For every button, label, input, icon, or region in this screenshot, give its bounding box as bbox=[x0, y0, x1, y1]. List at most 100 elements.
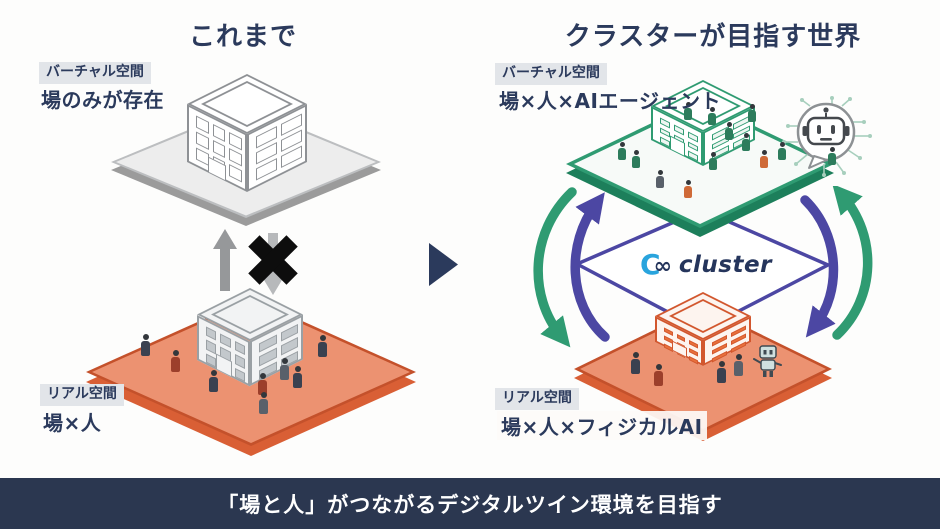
person-figure bbox=[280, 358, 289, 380]
person-body bbox=[717, 368, 726, 383]
person-figure bbox=[742, 133, 750, 151]
up-arrow-icon bbox=[213, 229, 237, 291]
person-body bbox=[760, 156, 768, 168]
window bbox=[206, 352, 217, 368]
person-head bbox=[172, 350, 179, 356]
person-figure bbox=[259, 392, 268, 414]
cycle-arrow-left-purple-icon bbox=[570, 192, 610, 342]
person-figure bbox=[141, 334, 150, 356]
window bbox=[660, 127, 670, 138]
person-head bbox=[685, 180, 691, 185]
left-real-platform bbox=[86, 298, 416, 456]
person-head bbox=[709, 107, 715, 112]
cycle-arrow-left-green-icon bbox=[533, 187, 577, 348]
person-body bbox=[318, 342, 327, 357]
person-body bbox=[171, 357, 180, 372]
window bbox=[689, 356, 698, 365]
cycle-arrow-right-green-icon bbox=[832, 186, 873, 340]
person-body bbox=[748, 110, 756, 122]
cluster-logo-c-mark: C bbox=[640, 248, 661, 281]
person-figure bbox=[318, 335, 327, 357]
window bbox=[674, 124, 684, 136]
person-body bbox=[725, 128, 733, 140]
window bbox=[660, 136, 670, 148]
left-real-building bbox=[197, 288, 303, 413]
person-head bbox=[685, 102, 691, 107]
person-body bbox=[654, 371, 663, 386]
person-figure bbox=[632, 150, 640, 168]
window bbox=[212, 139, 226, 159]
person-figure bbox=[828, 147, 836, 165]
person-head bbox=[829, 147, 835, 152]
window bbox=[234, 340, 245, 355]
person-body bbox=[258, 380, 267, 395]
transition-arrow-icon bbox=[429, 243, 458, 286]
person-body bbox=[684, 186, 692, 198]
cluster-hub-diamond bbox=[575, 208, 830, 332]
window bbox=[664, 343, 673, 352]
cycle-arrow-right-purple-icon bbox=[800, 195, 839, 338]
cluster-logo: C∞cluster bbox=[640, 251, 772, 279]
window bbox=[689, 348, 698, 357]
person-head bbox=[294, 366, 301, 372]
person-figure bbox=[748, 104, 756, 122]
person-figure bbox=[656, 170, 664, 188]
window bbox=[229, 132, 242, 151]
person-head bbox=[718, 361, 725, 367]
person-figure bbox=[654, 364, 663, 386]
right-virtual-caption: 場×人×AIエージェント bbox=[499, 89, 722, 113]
window bbox=[660, 117, 670, 129]
person-head bbox=[319, 335, 326, 341]
right-virtual-space-tag: バーチャル空間 bbox=[495, 63, 607, 85]
window bbox=[664, 335, 673, 344]
person-figure bbox=[618, 142, 626, 160]
left-panel-title: これまで bbox=[188, 22, 297, 52]
window bbox=[689, 340, 698, 349]
person-figure bbox=[631, 352, 640, 374]
person-head bbox=[749, 104, 755, 109]
person-body bbox=[656, 176, 664, 188]
window bbox=[196, 115, 209, 134]
window bbox=[212, 123, 226, 143]
bottom-banner: 「場と人」がつながるデジタルツイン環境を目指す bbox=[0, 478, 940, 529]
cluster-logo-wordmark: cluster bbox=[678, 251, 772, 278]
window bbox=[688, 141, 698, 152]
person-head bbox=[281, 358, 288, 364]
person-figure bbox=[171, 350, 180, 372]
person-body bbox=[742, 139, 750, 151]
right-real-caption: 場×人×フィジカルAI bbox=[497, 411, 707, 440]
person-figure bbox=[684, 102, 692, 120]
window bbox=[688, 131, 698, 143]
window bbox=[220, 333, 231, 348]
window bbox=[676, 333, 686, 343]
banner-text: 「場と人」がつながるデジタルツイン環境を目指す bbox=[217, 492, 723, 517]
person-head bbox=[761, 150, 767, 155]
person-head bbox=[619, 142, 625, 147]
person-head bbox=[743, 133, 749, 138]
left-virtual-building bbox=[187, 74, 307, 222]
person-figure bbox=[708, 107, 716, 125]
person-figure bbox=[209, 370, 218, 392]
window bbox=[229, 164, 242, 183]
sync-cycle-graphic bbox=[533, 186, 873, 348]
ai-agent-robot-icon bbox=[782, 96, 872, 177]
person-head bbox=[710, 152, 716, 157]
window bbox=[206, 339, 217, 354]
person-figure bbox=[709, 152, 717, 170]
person-body bbox=[708, 113, 716, 125]
person-figure bbox=[258, 373, 267, 395]
left-real-caption: 場×人 bbox=[43, 411, 102, 435]
person-head bbox=[655, 364, 662, 370]
person-figure bbox=[684, 180, 692, 198]
person-head bbox=[210, 370, 217, 376]
person-body bbox=[618, 148, 626, 160]
person-head bbox=[633, 150, 639, 155]
blocked-link-icons bbox=[213, 229, 298, 295]
left-virtual-space-tag: バーチャル空間 bbox=[39, 62, 151, 84]
person-head bbox=[632, 352, 639, 358]
left-real-space-tag: リアル空間 bbox=[40, 384, 124, 406]
right-virtual-building bbox=[651, 80, 755, 192]
person-body bbox=[734, 361, 743, 376]
person-body bbox=[778, 148, 786, 160]
window bbox=[234, 366, 245, 382]
